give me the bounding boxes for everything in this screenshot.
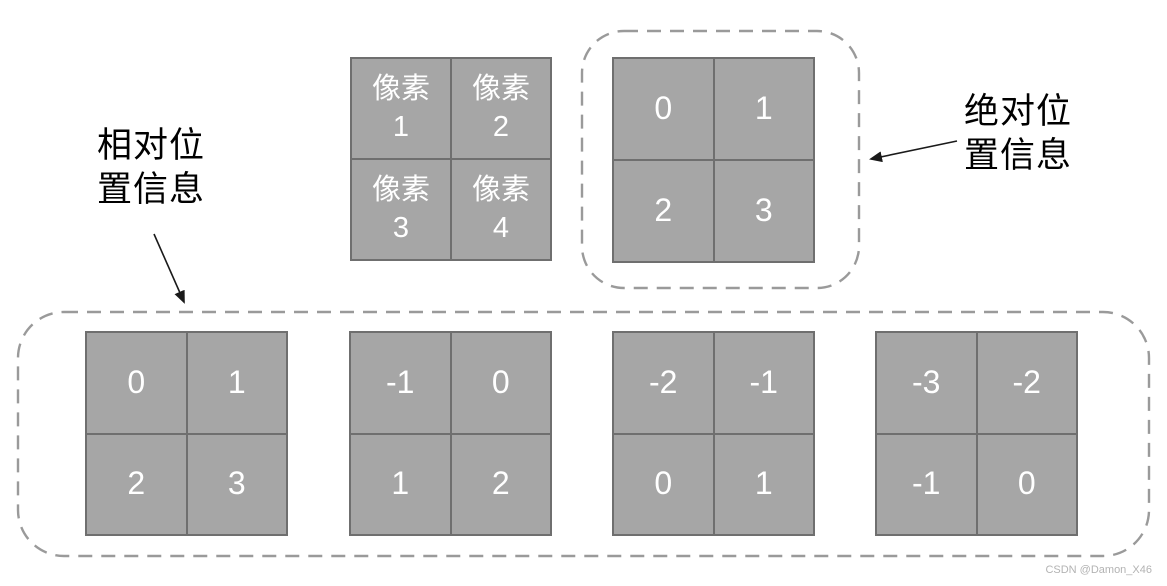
grid-cell: 2 [87,434,186,534]
grid-cell: 1 [714,59,813,159]
grid-cell: 3 [187,434,286,534]
relative-grid-4: -3 -2 -1 0 [875,331,1078,536]
absolute-position-grid: 0 1 2 3 [612,57,815,263]
grid-cell: 1 [187,333,286,433]
grid-cell: -3 [877,333,976,433]
relative-arrow [153,233,185,304]
absolute-arrow [869,140,958,163]
grid-cell: 0 [451,333,550,433]
relative-grid-2: -1 0 1 2 [349,331,552,536]
grid-cell: 0 [977,434,1076,534]
pixel-cell-2: 像素 2 [452,59,550,158]
pixel-cell-3: 像素 3 [352,160,450,259]
grid-cell: 0 [87,333,186,433]
relative-grid-1: 0 1 2 3 [85,331,288,536]
grid-cell: 0 [614,59,713,159]
relative-grid-3: -2 -1 0 1 [612,331,815,536]
grid-cell: 1 [351,434,450,534]
watermark: CSDN @Damon_X46 [1045,564,1152,576]
grid-cell: 0 [614,434,713,534]
grid-cell: 2 [614,161,713,261]
grid-cell: 2 [451,434,550,534]
pixel-cell-4: 像素 4 [452,160,550,259]
grid-cell: -1 [714,333,813,433]
grid-cell: -2 [614,333,713,433]
grid-cell: 1 [714,434,813,534]
grid-cell: 3 [714,161,813,261]
pixel-grid: 像素 1 像素 2 像素 3 像素 4 [350,57,552,261]
relative-position-label: 相对位 置信息 [96,126,205,209]
grid-cell: -2 [977,333,1076,433]
pixel-cell-1: 像素 1 [352,59,450,158]
grid-cell: -1 [351,333,450,433]
grid-cell: -1 [877,434,976,534]
absolute-position-label: 绝对位 置信息 [963,92,1072,175]
